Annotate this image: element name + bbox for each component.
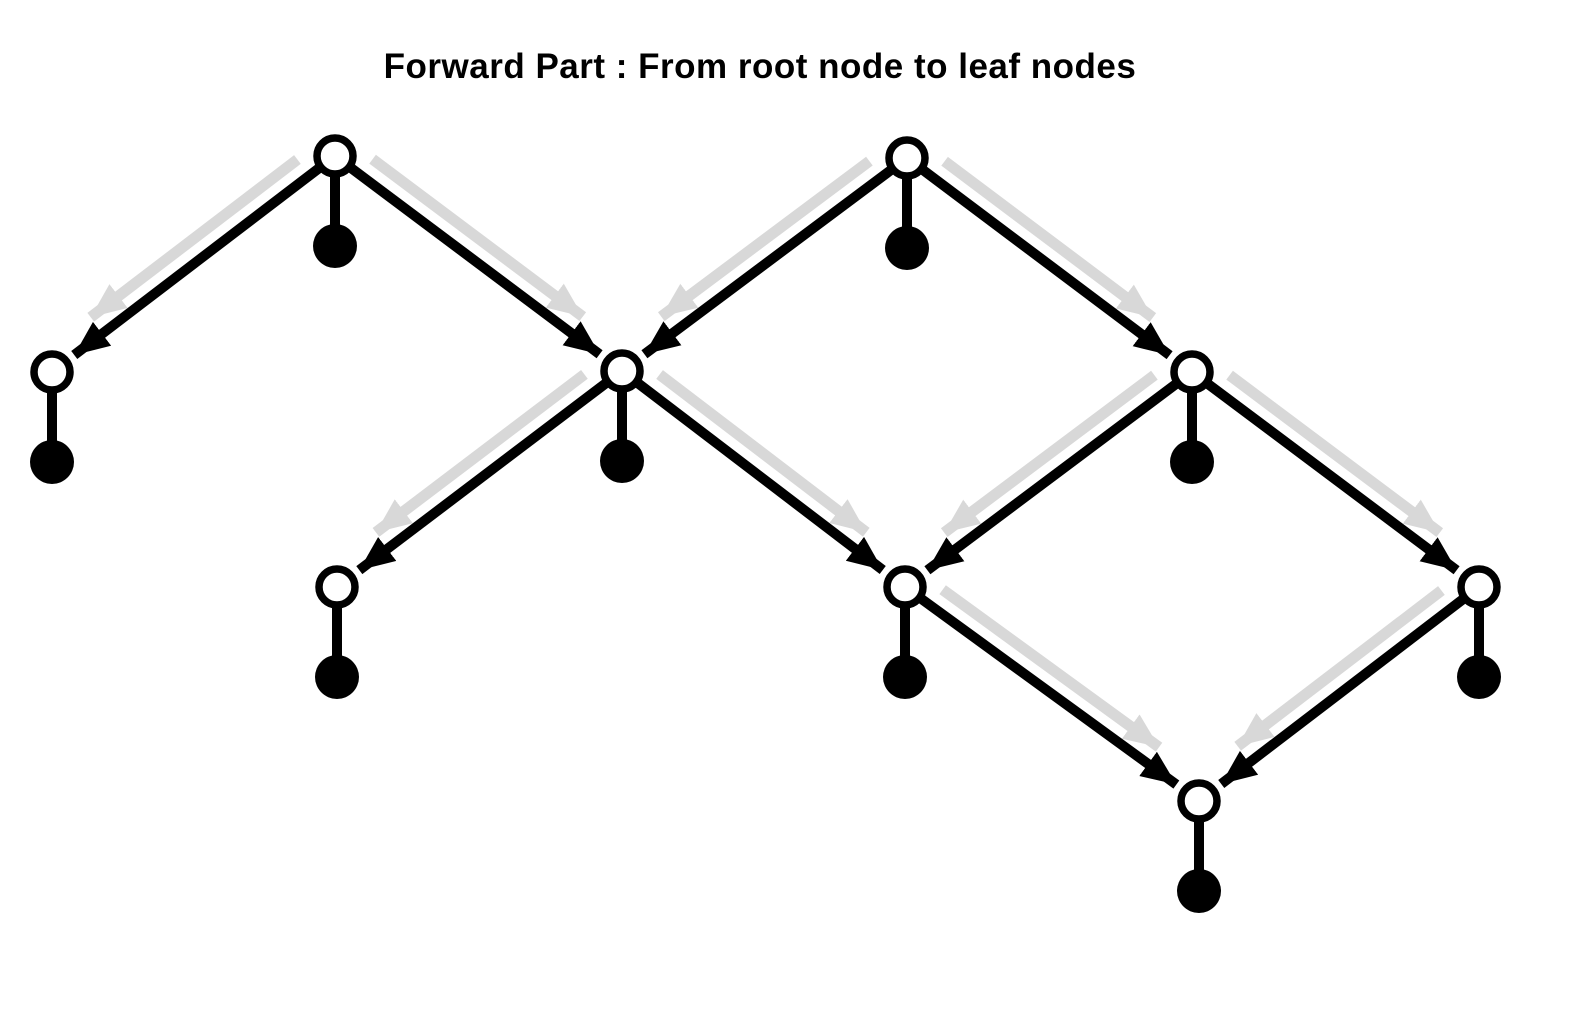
forward-edge-arrow: [348, 163, 603, 359]
figure-title: Forward Part : From root node to leaf no…: [383, 47, 1137, 86]
state-node: [315, 565, 359, 609]
state-node: [1177, 779, 1221, 823]
companion-edge-arrow: [87, 155, 301, 322]
forward-edge-arrow: [1205, 379, 1460, 575]
state-node: [885, 136, 929, 180]
forward-edge-arrow: [356, 379, 610, 575]
companion-edge-arrow: [369, 154, 587, 322]
forward-edge-arrow: [919, 166, 1173, 360]
state-node: [1457, 565, 1501, 609]
companion-edge-arrow: [657, 156, 873, 322]
companion-edge-arrow: [1226, 370, 1444, 538]
state-node: [883, 565, 927, 609]
forward-edge-arrow: [1218, 595, 1467, 788]
companion-edge-arrow: [941, 156, 1157, 322]
state-node: [600, 349, 644, 393]
state-node: [30, 350, 74, 394]
companion-edge-arrow: [1234, 586, 1445, 751]
leaf-node: [30, 440, 74, 484]
companion-edge-arrow: [372, 370, 588, 537]
leaf-node: [883, 655, 927, 699]
leaf-node: [1170, 440, 1214, 484]
state-node: [313, 134, 357, 178]
leaf-node: [1177, 869, 1221, 913]
leaf-node: [885, 226, 929, 270]
forward-edge-arrow: [918, 594, 1180, 789]
companion-edge-arrow: [940, 370, 1158, 538]
companion-edge-arrow: [656, 370, 870, 537]
leaf-node: [1457, 655, 1501, 699]
forward-edge-arrow: [71, 164, 323, 359]
leaf-node: [315, 655, 359, 699]
forward-edge-arrow: [641, 165, 894, 359]
forward-edge-arrow: [634, 379, 886, 574]
state-node: [1170, 350, 1214, 394]
leaf-node: [600, 439, 644, 483]
leaf-node: [313, 224, 357, 268]
forward-edge-arrow: [924, 379, 1179, 575]
companion-edge-arrow: [939, 585, 1163, 752]
